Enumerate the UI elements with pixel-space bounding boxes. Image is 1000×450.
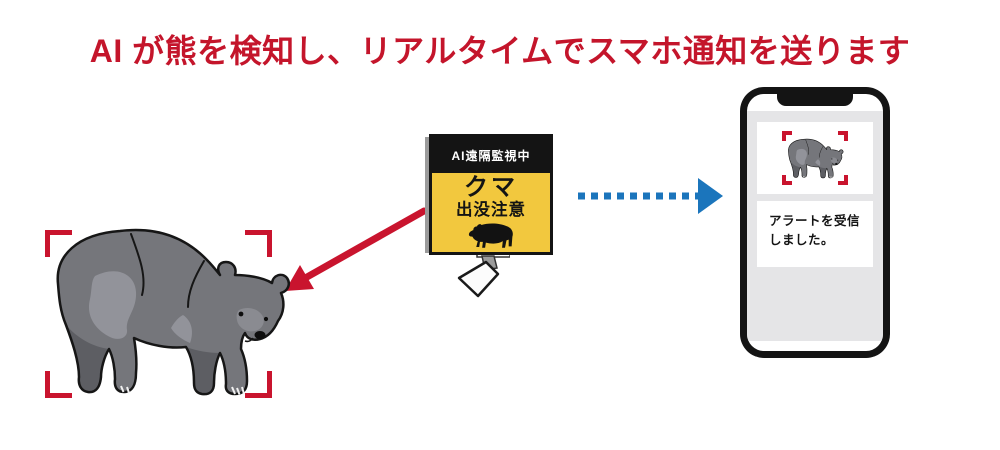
sign-warning-sub: 出没注意 bbox=[456, 201, 526, 220]
phone-screen: アラートを受信 しました。 bbox=[747, 111, 883, 341]
detected-bear-thumbnail bbox=[788, 138, 844, 178]
sign-warning-main: クマ bbox=[464, 174, 518, 201]
mini-bracket-bottom-left-icon bbox=[782, 175, 792, 185]
mini-bracket-bottom-right-icon bbox=[838, 175, 848, 185]
sign-header-label: AI遠隔監視中 bbox=[432, 137, 550, 173]
bracket-bottom-right-icon bbox=[245, 371, 272, 398]
bracket-bottom-left-icon bbox=[45, 371, 72, 398]
phone-notch bbox=[777, 94, 853, 106]
alert-message: アラートを受信 しました。 bbox=[757, 201, 873, 267]
page-title: AI が熊を検知し、リアルタイムでスマホ通知を送ります bbox=[89, 33, 911, 69]
blue-notify-arrow-icon bbox=[578, 178, 723, 214]
phone-screen-bezel: アラートを受信 しました。 bbox=[747, 94, 883, 351]
red-detect-arrow-icon bbox=[285, 207, 428, 291]
alert-image-card bbox=[757, 122, 873, 194]
mini-detection-frame bbox=[782, 131, 848, 185]
detection-frame bbox=[45, 230, 272, 398]
smartphone: アラートを受信 しました。 bbox=[740, 87, 890, 358]
sign-side-edge bbox=[425, 137, 430, 253]
detected-bear-scene bbox=[35, 222, 305, 402]
cctv-camera-icon bbox=[457, 250, 510, 298]
sign-body: クマ 出没注意 bbox=[432, 173, 550, 252]
bracket-top-right-icon bbox=[245, 230, 272, 257]
warning-sign: AI遠隔監視中 クマ 出没注意 bbox=[429, 134, 553, 255]
mini-bracket-top-left-icon bbox=[782, 131, 792, 141]
bear-silhouette-icon bbox=[468, 223, 513, 249]
bracket-top-left-icon bbox=[45, 230, 72, 257]
mini-bracket-top-right-icon bbox=[838, 131, 848, 141]
